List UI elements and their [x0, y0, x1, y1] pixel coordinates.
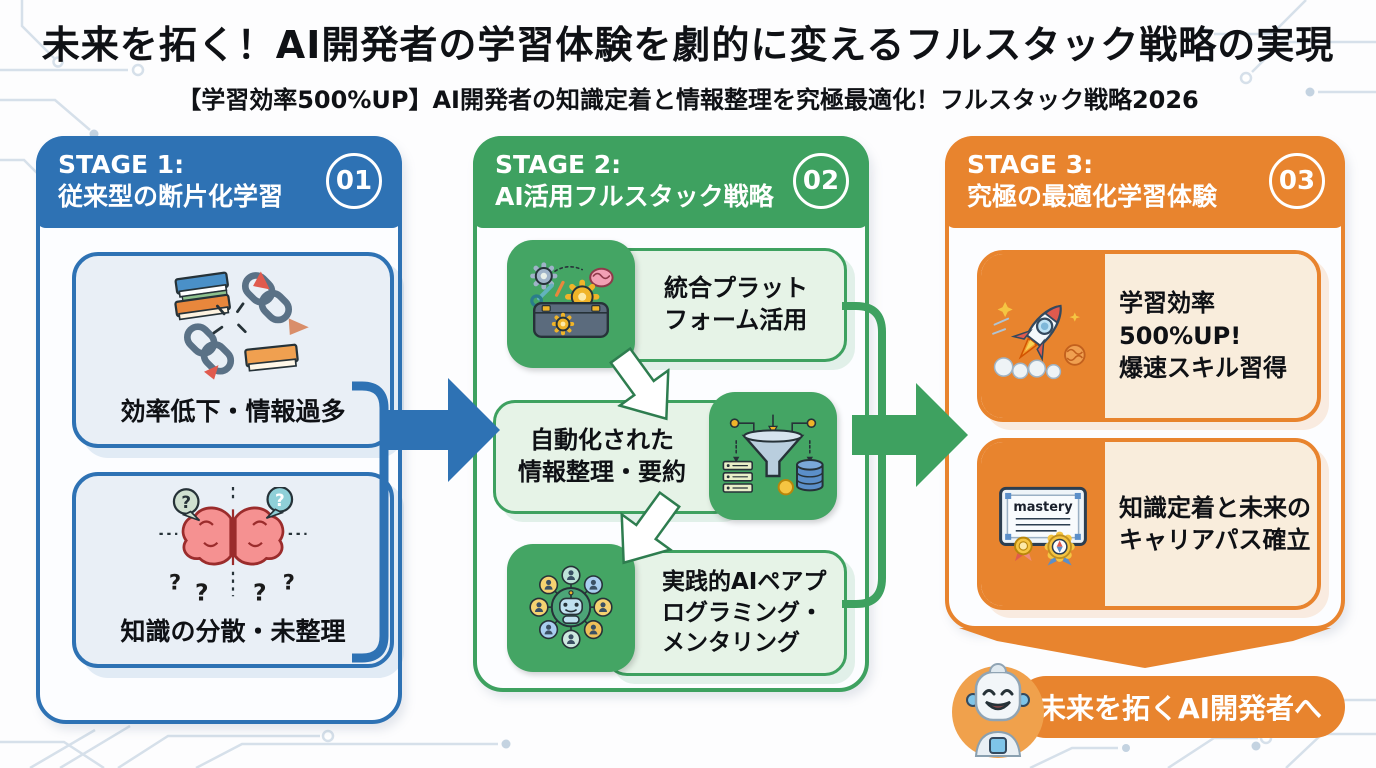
stage-1-card-overload: 効率低下・情報過多 [72, 252, 394, 448]
svg-text:?: ? [275, 490, 285, 510]
stage-2-bubble-mentoring-label: 実践的AIペアプ ログラミング・ メンタリング [662, 569, 827, 657]
stage-2-bubble-automation: 自動化された 情報整理・要約 [493, 400, 737, 514]
stage-3-header: STAGE 3: 究極の最適化学習体験 03 [945, 136, 1345, 228]
svg-text:?: ? [195, 579, 209, 603]
stage-2-bubble-platform-label: 統合プラット フォーム活用 [664, 274, 808, 334]
stage-2-flow-arrow-2 [620, 490, 681, 565]
stage-1-card-scattered-label: 知識の分散・未整理 [120, 617, 346, 646]
stage-3-name: 究極の最適化学習体験 [967, 181, 1218, 211]
stage-2-bubble-mentoring: 実践的AIペアプ ログラミング・ メンタリング [605, 550, 847, 676]
stage-3-card-speed: 学習効率500%UP! 爆速スキル習得 [977, 250, 1321, 422]
stage-1-label: STAGE 1: [58, 150, 185, 179]
stage-3-panel: STAGE 3: 究極の最適化学習体験 03 [945, 136, 1345, 630]
stage-3-label: STAGE 3: [967, 150, 1094, 179]
stage-3-number-badge: 03 [1269, 153, 1325, 209]
stage-1-name: 従来型の断片化学習 [58, 181, 284, 211]
stage-1-panel: STAGE 1: 従来型の断片化学習 01 [36, 136, 402, 724]
mastery-certificate-icon: mastery [981, 442, 1105, 606]
stage-3-chevron-connector [959, 628, 1331, 668]
stage-1-header: STAGE 1: 従来型の断片化学習 01 [36, 136, 402, 228]
rocket-launch-icon [981, 254, 1105, 418]
smiling-robot-avatar [946, 656, 1050, 760]
broken-chain-books-icon [76, 264, 390, 386]
svg-text:?: ? [253, 579, 267, 603]
stage1-to-stage2-arrow [384, 378, 500, 482]
stage-2-number-badge: 02 [793, 153, 849, 209]
stage-2-header: STAGE 2: AI活用フルスタック戦略 02 [473, 136, 869, 228]
future-developer-badge: 未来を拓くAI開発者へ [1015, 676, 1345, 738]
svg-text:?: ? [283, 570, 295, 595]
stage-2-label: STAGE 2: [495, 150, 622, 179]
data-funnel-icon [709, 392, 837, 520]
stage-3-card-career: mastery 知識定着と未来の キャリアパス確立 [977, 438, 1321, 610]
ai-pair-network-icon [507, 544, 635, 672]
stage-2-flow-arrow-1 [609, 346, 670, 421]
stage-1-card-scattered: ? ? ? ? ? ? 知識の分散・未整理 [72, 472, 394, 668]
stage-2-panel: STAGE 2: AI活用フルスタック戦略 02 統合プラット フォーム活用 [473, 136, 869, 692]
stage-3-card-career-label: 知識定着と未来の キャリアパス確立 [1105, 442, 1317, 606]
scattered-brain-questions-icon: ? ? ? ? ? ? [76, 484, 390, 606]
page-subtitle: 【学習効率500%UP】AI開発者の知識定着と情報整理を究極最適化！フルスタック… [177, 86, 1199, 114]
stage-1-number-badge: 01 [326, 153, 382, 209]
stage-3-card-speed-label: 学習効率500%UP! 爆速スキル習得 [1105, 254, 1317, 418]
future-developer-badge-label: 未来を拓くAI開発者へ [1037, 692, 1323, 725]
certificate-mastery-text: mastery [1013, 500, 1073, 515]
svg-text:?: ? [169, 570, 181, 595]
stage-2-bubble-automation-label: 自動化された 情報整理・要約 [518, 426, 686, 486]
stage-2-name: AI活用フルスタック戦略 [495, 181, 774, 211]
stage-1-card-overload-label: 効率低下・情報過多 [120, 397, 346, 426]
stage2-to-stage3-arrow [852, 383, 968, 487]
page-title: 未来を拓く！AI開発者の学習体験を劇的に変えるフルスタック戦略の実現 [41, 23, 1335, 67]
integrated-toolbox-icon [507, 240, 635, 368]
svg-text:?: ? [181, 492, 191, 512]
stage-1-connector-bracket [352, 381, 389, 663]
